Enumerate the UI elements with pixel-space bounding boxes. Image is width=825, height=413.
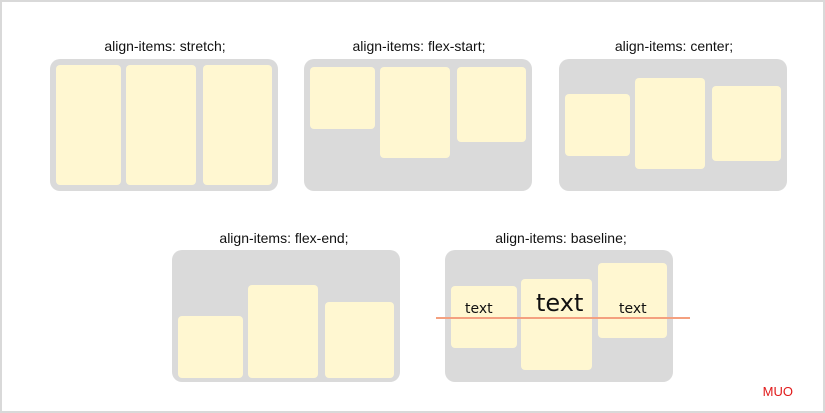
panel-label-flex-end: align-items: flex-end; (219, 230, 349, 246)
baseline-guide-line (436, 317, 690, 319)
item-text-small: text (619, 301, 647, 317)
panel-label-center: align-items: center; (614, 38, 734, 54)
flex-container-center (559, 59, 787, 191)
panel-label-flex-start: align-items: flex-start; (352, 38, 486, 54)
flex-item-2 (635, 78, 705, 169)
flex-container-flex-start (304, 59, 532, 191)
flex-item-2 (380, 67, 450, 158)
flex-item-2 (248, 285, 318, 378)
flex-container-flex-end (172, 250, 400, 382)
flex-item-1 (310, 67, 375, 129)
item-text-large: text (536, 289, 584, 317)
flex-item-3 (325, 302, 394, 378)
flex-item-1 (565, 94, 630, 156)
flex-item-1 (178, 316, 243, 378)
item-text-small: text (465, 301, 493, 317)
flex-item-3 (203, 65, 272, 185)
flex-item-3: text (598, 263, 667, 338)
flex-container-stretch (50, 59, 278, 191)
flex-item-3 (712, 86, 781, 161)
flex-item-1 (56, 65, 121, 185)
flex-item-2 (126, 65, 196, 185)
panel-label-baseline: align-items: baseline; (495, 230, 627, 246)
flex-item-3 (457, 67, 526, 142)
brand-logo: MUO (762, 384, 793, 399)
flex-item-2: text (521, 279, 592, 370)
flex-container-baseline: text text text (445, 250, 673, 382)
panel-label-stretch: align-items: stretch; (104, 38, 226, 54)
